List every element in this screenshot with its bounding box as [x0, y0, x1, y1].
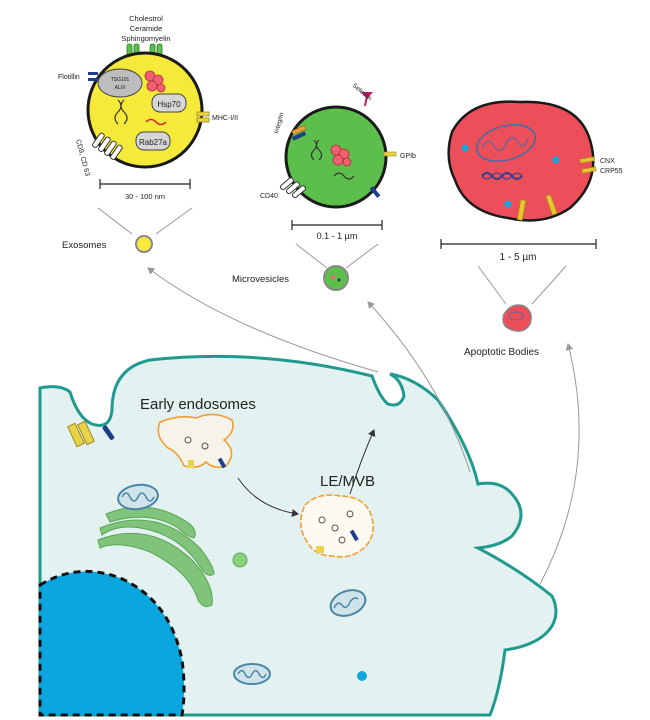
receptor-marker: [369, 186, 381, 198]
lipid-label-sphingomyelin: Sphingomyelin: [121, 34, 170, 43]
cell: Early endosomes LE/MVB: [38, 354, 558, 717]
apoptotic-body: [447, 100, 595, 222]
microvesicle-detail: Integrin Selectin GPIb CD40 0.1 - 1 µm M…: [232, 82, 416, 291]
lipid-label-ceramide: Ceramide: [130, 24, 163, 33]
tsg101-alix: [97, 68, 143, 98]
cytoplasmic-vesicle: [232, 552, 248, 568]
cd40-marker: [279, 177, 306, 199]
dna-icon: [310, 139, 323, 161]
gpib-marker: [383, 151, 397, 157]
exosome-small: [135, 235, 153, 253]
flotillin-label: Flotillin: [58, 74, 80, 81]
cytoplasmic-dot: [357, 671, 367, 681]
cnx-crp55-marker: [516, 156, 597, 221]
cnx-label: CNX: [600, 158, 615, 165]
mitochondrion: [117, 483, 159, 511]
arrow-to-apoptotic-bodies: [539, 343, 580, 585]
golgi-apparatus: [97, 506, 215, 608]
dna-icon: [114, 99, 128, 125]
hsp70-box: [151, 93, 187, 113]
microvesicle-small: [323, 265, 349, 291]
membrane-receptor: [67, 420, 115, 448]
rna-cluster: [144, 70, 166, 93]
integrin-label: Integrin: [273, 111, 285, 134]
microvesicles-label: Microvesicles: [232, 274, 289, 285]
gpib-label: GPIb: [400, 153, 416, 160]
cd40-label: CD40: [260, 193, 278, 200]
apoptotic-body-detail: CNX CRP55 1 - 5 µm Apoptotic Bodies: [440, 100, 623, 358]
tetraspanin-marker: [92, 132, 123, 160]
lipid-label-cholestrol: Cholestrol: [129, 14, 163, 23]
flotillin-marker: [88, 72, 98, 81]
mirna-strand: [145, 118, 167, 126]
arrow-early-to-mvb: [237, 477, 299, 518]
rab27a-label: Rab27a: [139, 138, 168, 147]
apoptotic-bodies-label: Apoptotic Bodies: [464, 347, 539, 358]
exosome-size-label: 30 - 100 nm: [125, 192, 165, 201]
rna-cluster: [330, 144, 352, 167]
rab27a-box: [135, 131, 171, 151]
integrin-marker: [291, 124, 307, 141]
late-endosome-mvb: [299, 494, 374, 558]
apoptotic-scale-bar: [440, 239, 597, 249]
microvesicle-size-label: 0.1 - 1 µm: [317, 231, 358, 241]
tsg101-label: TSG101: [111, 77, 130, 83]
nucleus: [38, 569, 186, 717]
exosome-detail: Cholestrol Ceramide Sphingomyelin Flotil…: [58, 14, 238, 253]
early-endosome: [157, 413, 234, 469]
mhc-marker: [196, 111, 210, 123]
early-endosomes-label: Early endosomes: [140, 396, 256, 413]
apoptotic-size-label: 1 - 5 µm: [500, 252, 537, 263]
crp55-label: CRP55: [600, 168, 623, 175]
alix-label: ALIX: [115, 85, 127, 91]
exosomes-label: Exosomes: [62, 240, 107, 251]
apoptotic-body-small: [502, 304, 532, 332]
exosome-scale-bar: [99, 179, 191, 189]
mitochondrion: [329, 589, 367, 617]
cd-label: CD9, CD 63: [74, 139, 91, 177]
mhc-label: MHC-I/II: [212, 115, 238, 122]
mitochondrion: [233, 663, 271, 685]
mitochondrion: [475, 124, 537, 162]
arrow-to-exosomes: [147, 267, 379, 373]
hsp70-label: Hsp70: [157, 100, 181, 109]
dna-icon: [333, 172, 355, 180]
microvesicle-scale-bar: [291, 220, 383, 230]
arrow-mvb-to-membrane: [349, 429, 376, 495]
le-mvb-label: LE/MVB: [320, 473, 375, 490]
arrow-to-microvesicles: [367, 301, 471, 473]
selectin-marker: [361, 92, 373, 107]
